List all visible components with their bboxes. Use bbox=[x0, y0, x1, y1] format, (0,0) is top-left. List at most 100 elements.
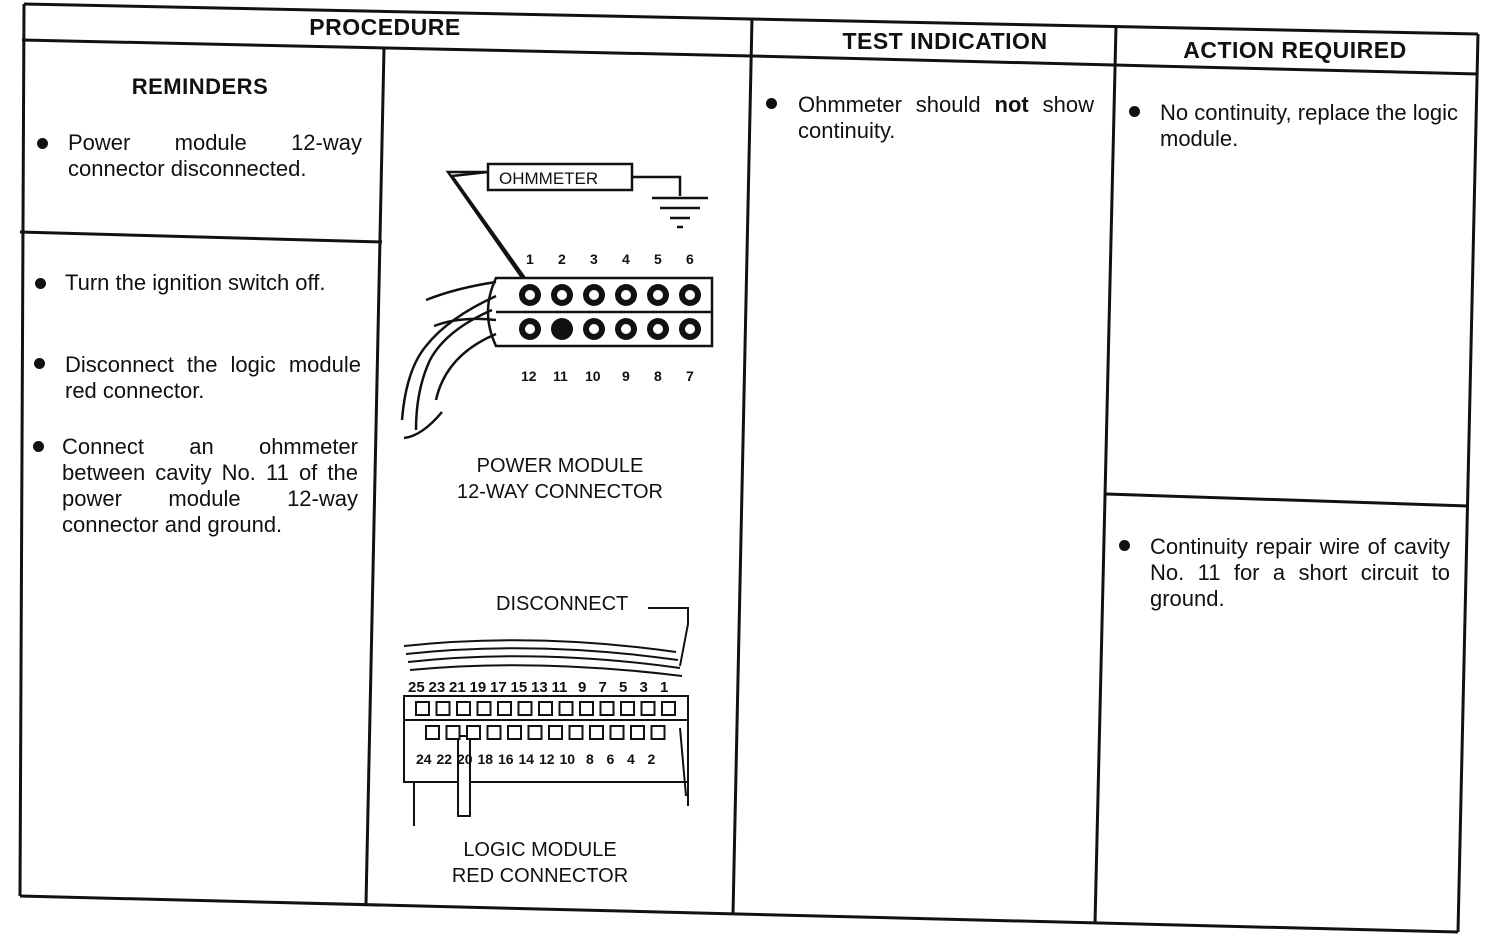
logic-pin-number-1: 1 bbox=[660, 679, 668, 696]
pin-number-4: 4 bbox=[622, 251, 630, 267]
logic-cavity-5 bbox=[620, 701, 635, 716]
pin-number-2: 2 bbox=[558, 251, 566, 267]
pin-number-9: 9 bbox=[622, 368, 630, 384]
cavity-hole-1 bbox=[525, 290, 535, 300]
logic-cavity-7 bbox=[599, 701, 615, 716]
logic-cavity-6 bbox=[609, 725, 625, 740]
cavity-hole-7 bbox=[685, 324, 695, 334]
logic-pin-number-9: 9 bbox=[578, 679, 586, 696]
logic-module-caption-line1: LOGIC MODULE bbox=[463, 839, 617, 861]
logic-pin-number-20: 20 bbox=[457, 751, 473, 767]
logic-cavity-12 bbox=[548, 725, 563, 740]
cavity-hole-10 bbox=[589, 324, 599, 334]
logic-module-caption-line2: RED CONNECTOR bbox=[451, 865, 629, 887]
logic-cavity-17 bbox=[497, 701, 512, 716]
test-indication-bullet bbox=[766, 98, 777, 109]
logic-cavity-1 bbox=[661, 701, 676, 716]
test-indication-text: Ohmmeter should not show continuity. bbox=[798, 92, 1094, 144]
logic-pin-number-13: 13 bbox=[531, 679, 548, 696]
header-procedure: PROCEDURE bbox=[309, 14, 461, 40]
logic-pin-number-12: 12 bbox=[539, 751, 555, 767]
logic-cavity-14 bbox=[527, 725, 543, 740]
header-test-indication: TEST INDICATION bbox=[842, 28, 1048, 54]
logic-cavity-23 bbox=[435, 701, 451, 716]
pin-number-8: 8 bbox=[654, 368, 662, 384]
logic-cavity-16 bbox=[507, 725, 522, 740]
action-1: No continuity, replace the logic module. bbox=[1160, 100, 1458, 151]
logic-pin-number-19: 19 bbox=[470, 679, 487, 696]
logic-cavity-3 bbox=[640, 701, 656, 716]
reminder-item: Power module 12-way connector disconnect… bbox=[68, 130, 362, 181]
logic-cavity-20 bbox=[466, 725, 481, 740]
step-3: Connect an ohmmeter between cavity No. 1… bbox=[62, 434, 358, 537]
test-indication-post: show continuity. bbox=[798, 92, 1094, 143]
logic-pin-number-22: 22 bbox=[437, 751, 453, 767]
logic-cavity-4 bbox=[630, 725, 645, 740]
logic-pin-number-11: 11 bbox=[552, 679, 568, 696]
logic-pin-number-14: 14 bbox=[519, 751, 535, 767]
pin-number-10: 10 bbox=[585, 368, 601, 384]
logic-pin-number-5: 5 bbox=[619, 679, 627, 696]
logic-pin-number-17: 17 bbox=[490, 679, 507, 696]
logic-pin-number-4: 4 bbox=[627, 751, 635, 767]
cavity-hole-12 bbox=[525, 324, 535, 334]
logic-cavity-11 bbox=[558, 701, 574, 716]
cavity-hole-9 bbox=[621, 324, 631, 334]
logic-cavity-19 bbox=[476, 701, 492, 716]
logic-pin-number-3: 3 bbox=[640, 679, 648, 696]
step-bullet-2 bbox=[34, 358, 45, 369]
logic-pin-number-24: 24 bbox=[416, 751, 432, 767]
logic-pin-number-21: 21 bbox=[449, 679, 466, 696]
logic-cavity-21 bbox=[456, 701, 471, 716]
pin-number-1: 1 bbox=[526, 251, 534, 267]
logic-pin-number-7: 7 bbox=[599, 679, 607, 696]
pin-number-3: 3 bbox=[590, 251, 598, 267]
pin-number-6: 6 bbox=[686, 251, 694, 267]
cavity-hole-6 bbox=[685, 290, 695, 300]
logic-pin-number-8: 8 bbox=[586, 751, 594, 767]
step-bullet-1 bbox=[35, 278, 46, 289]
cavity-hole-4 bbox=[621, 290, 631, 300]
power-module-caption-line2: 12-WAY CONNECTOR bbox=[457, 481, 663, 503]
logic-cavity-8 bbox=[589, 725, 604, 740]
logic-pin-number-2: 2 bbox=[648, 751, 656, 767]
action-bullet-2 bbox=[1119, 540, 1130, 551]
logic-pin-number-15: 15 bbox=[511, 679, 528, 696]
test-indication-pre: Ohmmeter should bbox=[798, 92, 995, 117]
header-action-required: ACTION REQUIRED bbox=[1183, 37, 1407, 63]
logic-cavity-18 bbox=[486, 725, 502, 740]
cavity-11 bbox=[551, 318, 573, 340]
reminder-bullet bbox=[37, 138, 48, 149]
ohmmeter-label: OHMMETER bbox=[499, 169, 598, 188]
logic-pin-number-6: 6 bbox=[607, 751, 615, 767]
cavity-hole-5 bbox=[653, 290, 663, 300]
logic-pin-number-10: 10 bbox=[560, 751, 576, 767]
logic-pin-number-18: 18 bbox=[478, 751, 494, 767]
logic-cavity-9 bbox=[579, 701, 594, 716]
power-module-caption-line1: POWER MODULE bbox=[476, 455, 644, 477]
action-2: Continuity repair wire of cavity No. 11 … bbox=[1150, 534, 1450, 611]
pin-number-11: 11 bbox=[553, 368, 568, 384]
test-indication-emphasis: not bbox=[994, 92, 1029, 117]
logic-pin-number-16: 16 bbox=[498, 751, 514, 767]
logic-cavity-24 bbox=[425, 725, 440, 740]
logic-cavity-15 bbox=[517, 701, 533, 716]
step-bullet-3 bbox=[33, 441, 44, 452]
logic-cavity-2 bbox=[650, 725, 666, 740]
logic-cavity-10 bbox=[568, 725, 584, 740]
step-1: Turn the ignition switch off. bbox=[65, 270, 326, 295]
logic-cavity-13 bbox=[538, 701, 553, 716]
pin-number-5: 5 bbox=[654, 251, 662, 267]
logic-pin-number-25: 25 bbox=[408, 679, 425, 696]
step-2: Disconnect the logic module red connecto… bbox=[65, 352, 361, 403]
cavity-hole-2 bbox=[557, 290, 567, 300]
action-bullet-1 bbox=[1129, 106, 1140, 117]
disconnect-label: DISCONNECT bbox=[496, 593, 629, 615]
reminders-title: REMINDERS bbox=[131, 74, 269, 99]
logic-cavity-25 bbox=[415, 701, 430, 716]
cavity-hole-3 bbox=[589, 290, 599, 300]
cavity-hole-8 bbox=[653, 324, 663, 334]
pin-number-7: 7 bbox=[686, 368, 694, 384]
